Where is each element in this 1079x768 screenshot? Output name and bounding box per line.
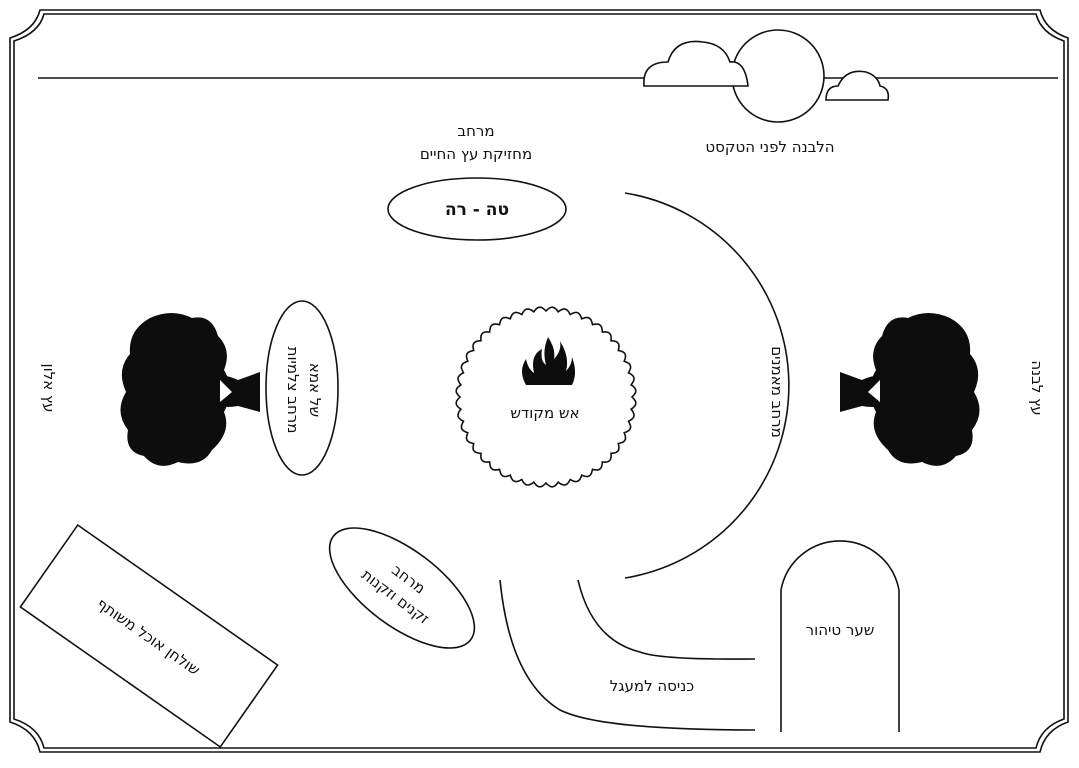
center-top-label: טה - רה (445, 200, 509, 220)
left-tree-label: עץ אלון (40, 364, 58, 413)
sacred-fire-circle (455, 306, 637, 488)
space-tree-of-life-label-2: מחזיקת עץ החיים (420, 145, 532, 163)
entrance-path-inner (577, 579, 756, 660)
cloud-icon (825, 70, 890, 101)
moon-label: הלבנה לפני הטקסט (705, 138, 834, 156)
right-tree-label: עץ לבנה (1028, 360, 1046, 415)
page-frame (9, 9, 1069, 753)
page-frame-inner (13, 13, 1065, 749)
sacred-fire-label: אש מקודש (510, 404, 579, 422)
space-women-label-2: של אמא (306, 363, 324, 417)
flame-icon (522, 337, 575, 385)
entrance-label: כניסה למעגל (610, 677, 694, 695)
purification-gate (780, 540, 900, 732)
space-arc-label: מרחב מאמנים (768, 346, 786, 438)
purification-gate-label: שער טיהור (806, 621, 875, 639)
space-arc (624, 192, 790, 579)
space-women-ellipse (265, 300, 339, 476)
space-elders-ellipse (328, 527, 476, 649)
space-women-label-1: מרחב צלמיות (284, 347, 302, 434)
cloud-icon (643, 40, 749, 87)
tree-icon (120, 313, 260, 466)
center-top-ellipse (387, 177, 567, 241)
shared-table-rect (19, 523, 279, 749)
entrance-path-outer (499, 579, 756, 731)
space-tree-of-life-label-1: מרחב (457, 122, 494, 140)
tree-icon (840, 313, 980, 466)
